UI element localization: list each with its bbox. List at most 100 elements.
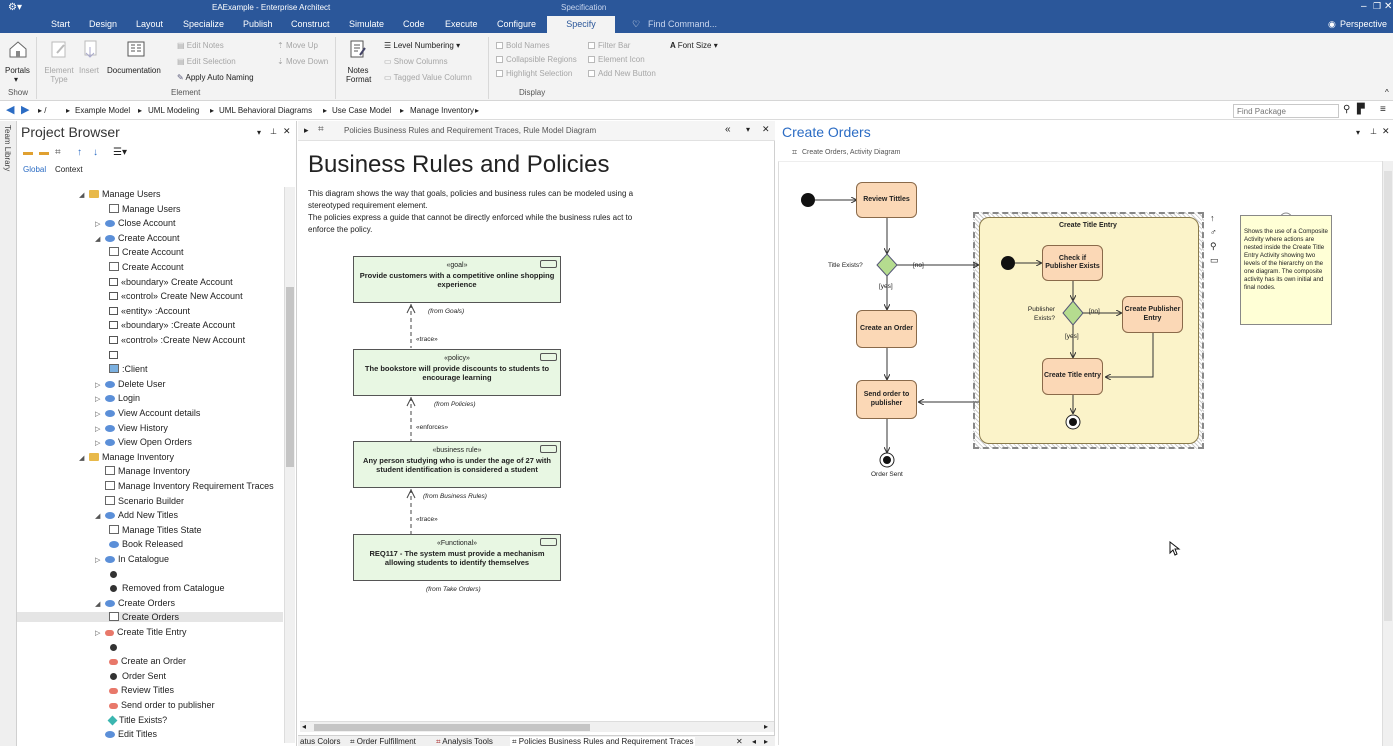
- expand-arrow-icon[interactable]: ▷: [95, 381, 101, 389]
- close-panel-icon[interactable]: ✕: [762, 124, 770, 134]
- tree-item[interactable]: ▷View History: [95, 423, 168, 433]
- menu-publish[interactable]: Publish: [243, 19, 273, 29]
- tree-item[interactable]: «boundary» :Create Account: [109, 320, 235, 330]
- tree-item[interactable]: Scenario Builder: [95, 495, 184, 506]
- tree-item[interactable]: Create Account: [109, 262, 184, 272]
- breadcrumb-item[interactable]: Manage Inventory: [410, 106, 475, 115]
- scrollbar-thumb[interactable]: [286, 287, 294, 467]
- expand-arrow-icon[interactable]: ▷: [95, 557, 101, 564]
- tab-policies-business-rules[interactable]: ⌗ Policies Business Rules and Requiremen…: [510, 737, 696, 747]
- tree-item[interactable]: Book Released: [109, 539, 183, 549]
- tree-item[interactable]: Edit Titles: [95, 729, 157, 739]
- tree-item[interactable]: ◢Create Account: [95, 233, 180, 243]
- action-send-order-to-publisher[interactable]: Send order to publisher: [856, 380, 917, 419]
- collapse-arrow-icon[interactable]: ◢: [95, 513, 101, 521]
- menu-start[interactable]: Start: [51, 19, 71, 29]
- menu-specialize[interactable]: Specialize: [183, 19, 225, 29]
- tree-item[interactable]: Manage Inventory Requirement Traces: [95, 481, 274, 491]
- back-icon[interactable]: ◀: [6, 104, 15, 116]
- tree-item[interactable]: [109, 569, 122, 579]
- tree-item[interactable]: «control» :Create New Account: [109, 335, 245, 345]
- add-new-button-checkbox[interactable]: Add New Button: [588, 69, 656, 78]
- tree-item[interactable]: Review Titles: [109, 685, 174, 695]
- find-package-input[interactable]: [1233, 104, 1339, 118]
- menu-layout[interactable]: Layout: [136, 19, 164, 29]
- panel-dropdown-icon[interactable]: ▾: [1356, 128, 1361, 137]
- tab-order-fulfillment[interactable]: ⌗ Order Fulfillment: [350, 737, 416, 747]
- tab-scroll-left-icon[interactable]: ◂: [752, 737, 757, 746]
- tab-context[interactable]: Context: [55, 165, 83, 174]
- pin-icon[interactable]: ⊥: [270, 127, 277, 136]
- action-create-publisher-entry[interactable]: Create Publisher Entry: [1122, 296, 1183, 333]
- requirement-element[interactable]: «business rule»Any person studying who i…: [353, 441, 561, 488]
- menu-execute[interactable]: Execute: [445, 19, 478, 29]
- perspective-button[interactable]: Perspective: [1340, 19, 1388, 29]
- collapse-arrow-icon[interactable]: ◢: [79, 454, 85, 462]
- show-columns-button[interactable]: ▭ Show Columns: [384, 57, 448, 66]
- menu-configure[interactable]: Configure: [497, 19, 537, 29]
- restore-icon[interactable]: ❐: [1373, 1, 1382, 11]
- menu-code[interactable]: Code: [403, 19, 425, 29]
- close-icon[interactable]: ✕: [1384, 1, 1393, 12]
- tree-item[interactable]: ▷Delete User: [95, 379, 166, 389]
- note-element[interactable]: Shows the use of a Composite Activity wh…: [1240, 215, 1332, 325]
- tree-item[interactable]: «control» Create New Account: [109, 291, 243, 301]
- package-filter-icon[interactable]: ▛: [1357, 104, 1365, 115]
- tree-item[interactable]: ▷View Open Orders: [95, 437, 192, 447]
- move-up-button[interactable]: ⇡ Move Up: [277, 41, 318, 50]
- font-size-button[interactable]: A Font Size ▾: [670, 41, 718, 50]
- element-type-button[interactable]: Element Type: [44, 66, 74, 84]
- search-icon[interactable]: ⚲: [1210, 241, 1217, 251]
- move-up-icon[interactable]: ↑: [77, 147, 82, 158]
- pin-icon[interactable]: ▸: [304, 125, 309, 135]
- level-numbering-button[interactable]: ☰ Level Numbering ▾: [384, 41, 461, 50]
- tab-global[interactable]: Global: [23, 165, 47, 174]
- breadcrumb-item[interactable]: UML Behavioral Diagrams: [219, 106, 313, 115]
- tree-item[interactable]: Manage Inventory: [95, 466, 190, 476]
- find-command[interactable]: Find Command...: [648, 19, 718, 29]
- search-icon[interactable]: ⚲: [1343, 104, 1351, 115]
- tree-item[interactable]: Create Account: [109, 247, 184, 257]
- tree-item[interactable]: Create an Order: [109, 656, 186, 666]
- expand-arrow-icon[interactable]: ▷: [95, 411, 101, 418]
- ribbon-collapse-icon[interactable]: ^: [1385, 88, 1389, 97]
- move-down-button[interactable]: ⇣ Move Down: [277, 57, 328, 66]
- menu-simulate[interactable]: Simulate: [349, 19, 385, 29]
- portals-button[interactable]: Portals: [5, 66, 30, 75]
- tree-item[interactable]: ◢Manage Users: [79, 189, 161, 199]
- tab-status-colors[interactable]: atus Colors: [300, 737, 341, 746]
- edit-notes-button[interactable]: ▤ Edit Notes: [177, 41, 224, 50]
- requirement-element[interactable]: «Functional»REQ117 - The system must pro…: [353, 534, 561, 581]
- tree-item[interactable]: ◢Manage Inventory: [79, 452, 174, 462]
- expand-arrow-icon[interactable]: ▷: [95, 396, 101, 404]
- tagged-value-column-button[interactable]: ▭ Tagged Value Column: [384, 73, 472, 82]
- element-icon-checkbox[interactable]: Element Icon: [588, 55, 645, 64]
- tree-item[interactable]: «entity» :Account: [109, 306, 190, 316]
- documentation-button[interactable]: Documentation: [107, 66, 161, 75]
- collapse-icon[interactable]: «: [725, 124, 731, 135]
- tree-item[interactable]: Manage Users: [109, 203, 181, 214]
- tree-item[interactable]: ▷Login: [95, 393, 140, 403]
- breadcrumb-item[interactable]: UML Modeling: [148, 106, 200, 115]
- forward-icon[interactable]: ▶: [21, 104, 30, 116]
- tab-analysis-tools[interactable]: ⌗ Analysis Tools: [436, 737, 493, 747]
- panel-dropdown-icon[interactable]: ▾: [257, 128, 262, 137]
- team-library-tab[interactable]: Team Library: [0, 121, 17, 746]
- tree-item[interactable]: ▷Close Account: [95, 218, 176, 228]
- collapse-arrow-icon[interactable]: ◢: [95, 235, 101, 243]
- tree-item[interactable]: Manage Titles State: [109, 524, 202, 535]
- highlight-selection-checkbox[interactable]: Highlight Selection: [496, 69, 572, 78]
- menu-design[interactable]: Design: [89, 19, 118, 29]
- action-review-titles[interactable]: Review Tittles: [856, 182, 917, 218]
- tree-item[interactable]: ◢Create Orders: [95, 598, 175, 608]
- requirement-element[interactable]: «policy»The bookstore will provide disco…: [353, 349, 561, 396]
- tree-scrollbar[interactable]: [284, 187, 295, 743]
- new-diagram-icon[interactable]: ⌗: [55, 147, 61, 158]
- app-menu-icon[interactable]: ⚙▾: [8, 2, 22, 13]
- notes-format-button[interactable]: Notes Format: [346, 66, 372, 84]
- expand-arrow-icon[interactable]: ▷: [95, 425, 101, 433]
- collapse-arrow-icon[interactable]: ◢: [95, 600, 101, 608]
- tree-item[interactable]: Send order to publisher: [109, 700, 215, 710]
- pin-icon[interactable]: ⊥: [1370, 127, 1377, 136]
- close-tab-icon[interactable]: ✕: [736, 737, 743, 746]
